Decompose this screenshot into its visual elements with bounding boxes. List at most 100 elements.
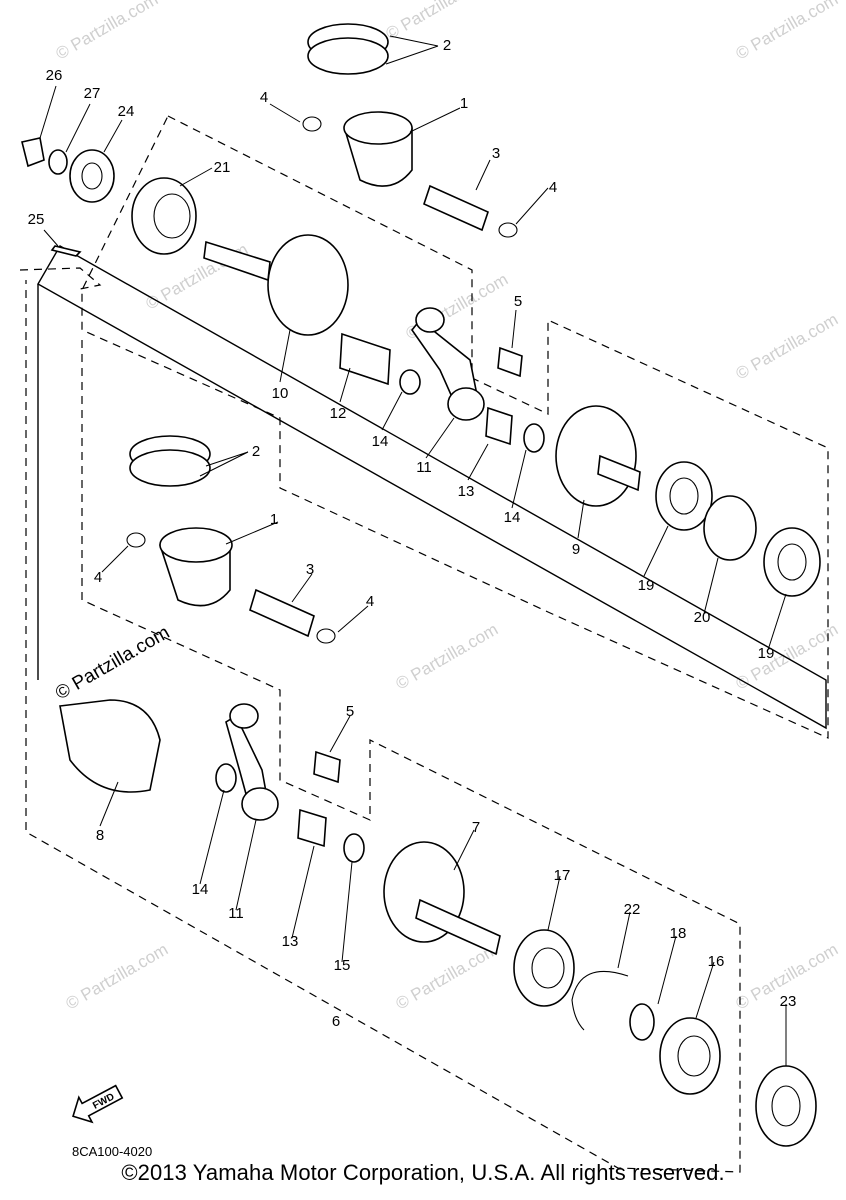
crank-pin-upper <box>339 332 391 386</box>
part-label: 12 <box>330 405 347 422</box>
washer-27 <box>48 149 68 175</box>
part-label: 9 <box>572 541 580 558</box>
fwd-label: FWD <box>91 1091 116 1111</box>
part-label: 17 <box>554 867 571 884</box>
part-label: 13 <box>458 483 475 500</box>
rod-big-end-upper <box>447 387 485 421</box>
part-label: 25 <box>28 211 45 228</box>
leader-lines <box>39 35 787 1066</box>
bearing-21 <box>131 177 197 255</box>
part-label: 1 <box>270 511 278 528</box>
part-label: 26 <box>46 67 63 84</box>
bearing-19-right-inner <box>777 543 807 581</box>
part-label: 5 <box>514 293 522 310</box>
watermark: © Partzilla.com <box>393 940 502 1014</box>
watermark: © Partzilla.com <box>53 0 162 63</box>
crank-half-outline <box>37 245 827 730</box>
part-label: 18 <box>670 925 687 942</box>
part-labels: 2 1 3 4 4 5 26 27 24 21 25 10 12 14 11 1… <box>28 37 797 1030</box>
part-label: 5 <box>346 703 354 720</box>
part-label: 27 <box>84 85 101 102</box>
washer-14-upper-right <box>523 423 545 453</box>
drawing-code: 8CA100-4020 <box>72 1144 152 1159</box>
rod-small-end-upper <box>415 307 445 333</box>
part-label: 22 <box>624 901 641 918</box>
part-label: 20 <box>694 609 711 626</box>
upper-parts <box>21 23 821 597</box>
part-label: 1 <box>460 95 468 112</box>
piston-pin-lower <box>249 588 315 638</box>
part-label: 24 <box>118 103 135 120</box>
bearing-16-inner <box>677 1035 711 1077</box>
bearing-19-left-inner <box>669 477 699 515</box>
part-label: 10 <box>272 385 289 402</box>
piston-lower-top <box>159 527 233 563</box>
piston-ring-lower-2 <box>129 449 211 487</box>
part-label: 3 <box>306 561 314 578</box>
spacer-20 <box>703 495 757 561</box>
piston-pin-upper <box>423 184 489 232</box>
part-label: 14 <box>504 509 521 526</box>
crank-web-9 <box>555 405 637 507</box>
bearing-19-left <box>655 461 713 531</box>
part-label: 4 <box>260 89 268 106</box>
nut-26 <box>21 137 45 168</box>
part-label: 19 <box>638 577 655 594</box>
part-label: 23 <box>780 993 797 1010</box>
part-label: 4 <box>94 569 102 586</box>
lower-parts <box>59 435 817 1147</box>
part-label: 11 <box>228 905 244 922</box>
bearing-13-upper <box>485 406 513 446</box>
key-25 <box>50 245 82 257</box>
circlip-upper-left <box>302 116 322 132</box>
piston-upper-top <box>343 111 413 145</box>
circlip-lower-right <box>316 628 336 644</box>
watermark: © Partzilla.com <box>393 620 502 694</box>
circlip-22 <box>571 970 629 1031</box>
crank-web-10 <box>267 234 349 336</box>
crank-shaft-10 <box>203 240 271 282</box>
copyright-notice: ©2013 Yamaha Motor Corporation, U.S.A. A… <box>121 1160 725 1185</box>
bearing-17-inner <box>531 947 565 989</box>
part-label: 14 <box>372 433 389 450</box>
watermark: © Partzilla.com <box>63 940 172 1014</box>
bearing-21-inner <box>153 193 191 239</box>
part-label: 11 <box>416 459 432 476</box>
bearing-17 <box>513 929 575 1007</box>
part-label: 16 <box>708 953 725 970</box>
needle-bearing-lower <box>313 750 341 784</box>
part-label: 14 <box>192 881 209 898</box>
part-label: 15 <box>334 957 351 974</box>
washer-15 <box>343 833 365 863</box>
seal-24 <box>69 149 115 203</box>
washer-18 <box>629 1003 655 1041</box>
seal-23-inner <box>771 1085 801 1127</box>
crank-shaft-7 <box>415 898 501 956</box>
watermark: © Partzilla.com <box>733 0 842 63</box>
circlip-lower-left <box>126 532 146 548</box>
watermark: © Partzilla.com <box>733 620 842 694</box>
part-label: 21 <box>214 159 231 176</box>
crank-shaft-9 <box>597 454 641 492</box>
part-label: 8 <box>96 827 104 844</box>
circlip-upper-right <box>498 222 518 238</box>
bearing-19-right <box>763 527 821 597</box>
part-label: 2 <box>252 443 260 460</box>
part-label: 4 <box>549 179 557 196</box>
part-label: 13 <box>282 933 299 950</box>
part-label: 3 <box>492 145 500 162</box>
part-label: 6 <box>332 1013 340 1030</box>
part-label: 19 <box>758 645 775 662</box>
rod-big-end-lower <box>241 787 279 821</box>
part-label: 7 <box>472 819 480 836</box>
lower-assembly-boundary <box>25 280 741 1173</box>
solid-boundaries <box>37 245 827 730</box>
piston-ring-upper-2 <box>307 37 389 75</box>
washer-14-lower <box>215 763 237 793</box>
upper-left-boundary <box>19 267 102 291</box>
part-label: 2 <box>443 37 451 54</box>
watermark-dark: © Partzilla.com <box>52 622 173 704</box>
seal-23 <box>755 1065 817 1147</box>
seal-24-inner <box>81 162 103 190</box>
